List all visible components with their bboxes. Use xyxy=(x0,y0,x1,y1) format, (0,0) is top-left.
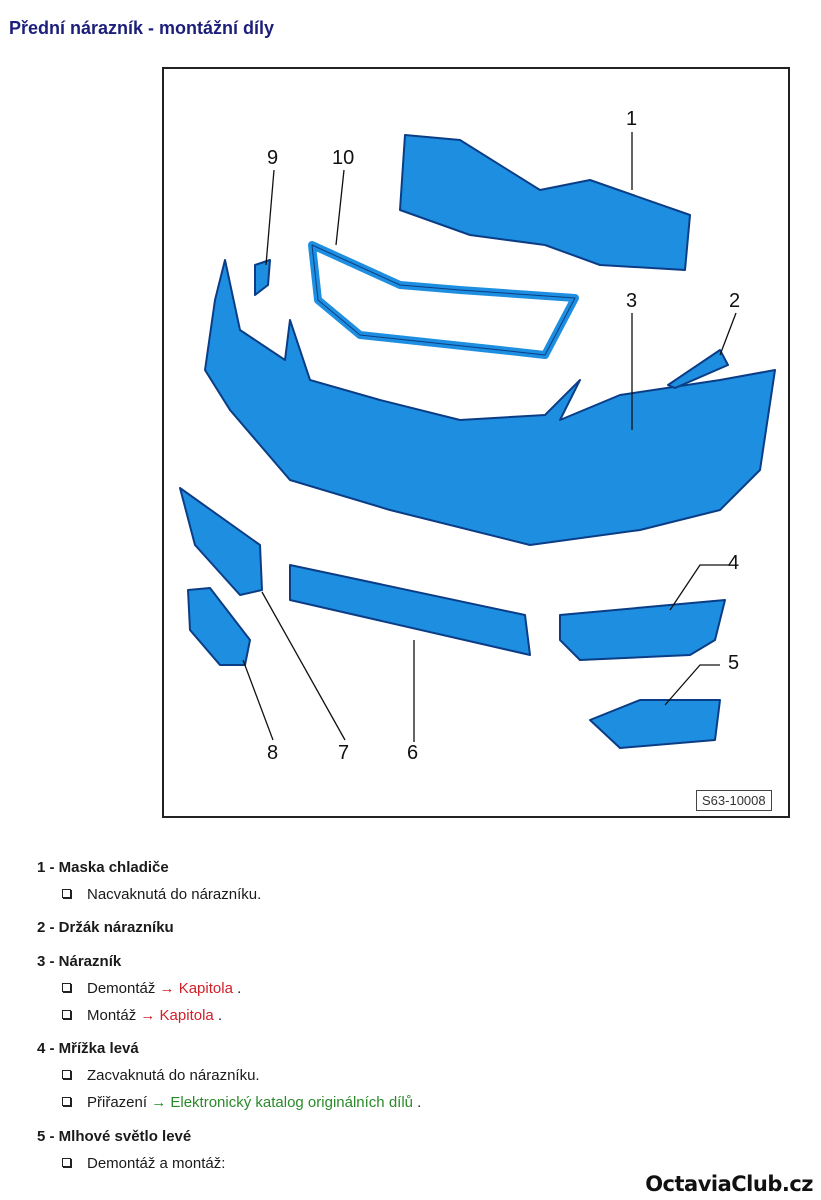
callout-3: 3 xyxy=(626,290,638,312)
item-3-installation: Montáž → Kapitola . xyxy=(62,1007,222,1024)
bullet-icon xyxy=(62,983,71,992)
item-1-heading: 1 - Maska chladiče xyxy=(37,859,169,876)
bullet-icon xyxy=(62,1097,71,1106)
bullet-icon xyxy=(62,1158,71,1167)
grille-frame-outline xyxy=(311,244,576,356)
bumper-holder-right-part xyxy=(667,349,729,389)
chapter-link[interactable]: → Kapitola xyxy=(140,1007,214,1024)
right-grille-part xyxy=(179,487,263,596)
item-3-removal: Demontáž → Kapitola . xyxy=(62,980,241,997)
item-4-note: Zacvaknutá do nárazníku. xyxy=(62,1067,260,1084)
diagram-frame xyxy=(162,67,790,818)
radiator-grille-part xyxy=(399,134,691,271)
item-1-note: Nacvaknutá do nárazníku. xyxy=(62,886,261,903)
grille-frame-part xyxy=(308,241,579,359)
bullet-icon xyxy=(62,1010,71,1019)
callout-5: 5 xyxy=(728,652,740,674)
parts-catalog-link[interactable]: → Elektronický katalog originálních dílů xyxy=(151,1094,413,1111)
chapter-link[interactable]: → Kapitola xyxy=(159,980,233,997)
item-4-assignment: Přiřazení → Elektronický katalog originá… xyxy=(62,1094,421,1111)
callout-9: 9 xyxy=(267,147,279,169)
callout-10: 10 xyxy=(332,147,355,169)
watermark-logo: OctaviaClub.cz xyxy=(645,1172,813,1196)
right-fog-light-part xyxy=(187,587,251,666)
callout-8: 8 xyxy=(267,742,279,764)
item-5-note: Demontáž a montáž: xyxy=(62,1155,225,1172)
lower-grille-part xyxy=(289,564,531,656)
callout-6: 6 xyxy=(407,742,419,764)
callout-4: 4 xyxy=(728,552,740,574)
item-5-heading: 5 - Mlhové světlo levé xyxy=(37,1128,192,1145)
fog-light-part xyxy=(589,699,721,749)
item-4-heading: 4 - Mřížka levá xyxy=(37,1040,139,1057)
callout-1: 1 xyxy=(626,108,638,130)
item-3-heading: 3 - Nárazník xyxy=(37,953,122,970)
bumper-bracket-part xyxy=(254,259,271,296)
callout-2: 2 xyxy=(729,290,741,312)
bullet-icon xyxy=(62,1070,71,1079)
item-2-heading: 2 - Držák nárazníku xyxy=(37,919,174,936)
figure-reference: S63-10008 xyxy=(696,790,772,811)
bullet-icon xyxy=(62,889,71,898)
bumper-part xyxy=(204,259,776,546)
left-grille-part xyxy=(559,599,726,661)
page-title: Přední nárazník - montážní díly xyxy=(9,18,275,38)
callout-7: 7 xyxy=(338,742,350,764)
